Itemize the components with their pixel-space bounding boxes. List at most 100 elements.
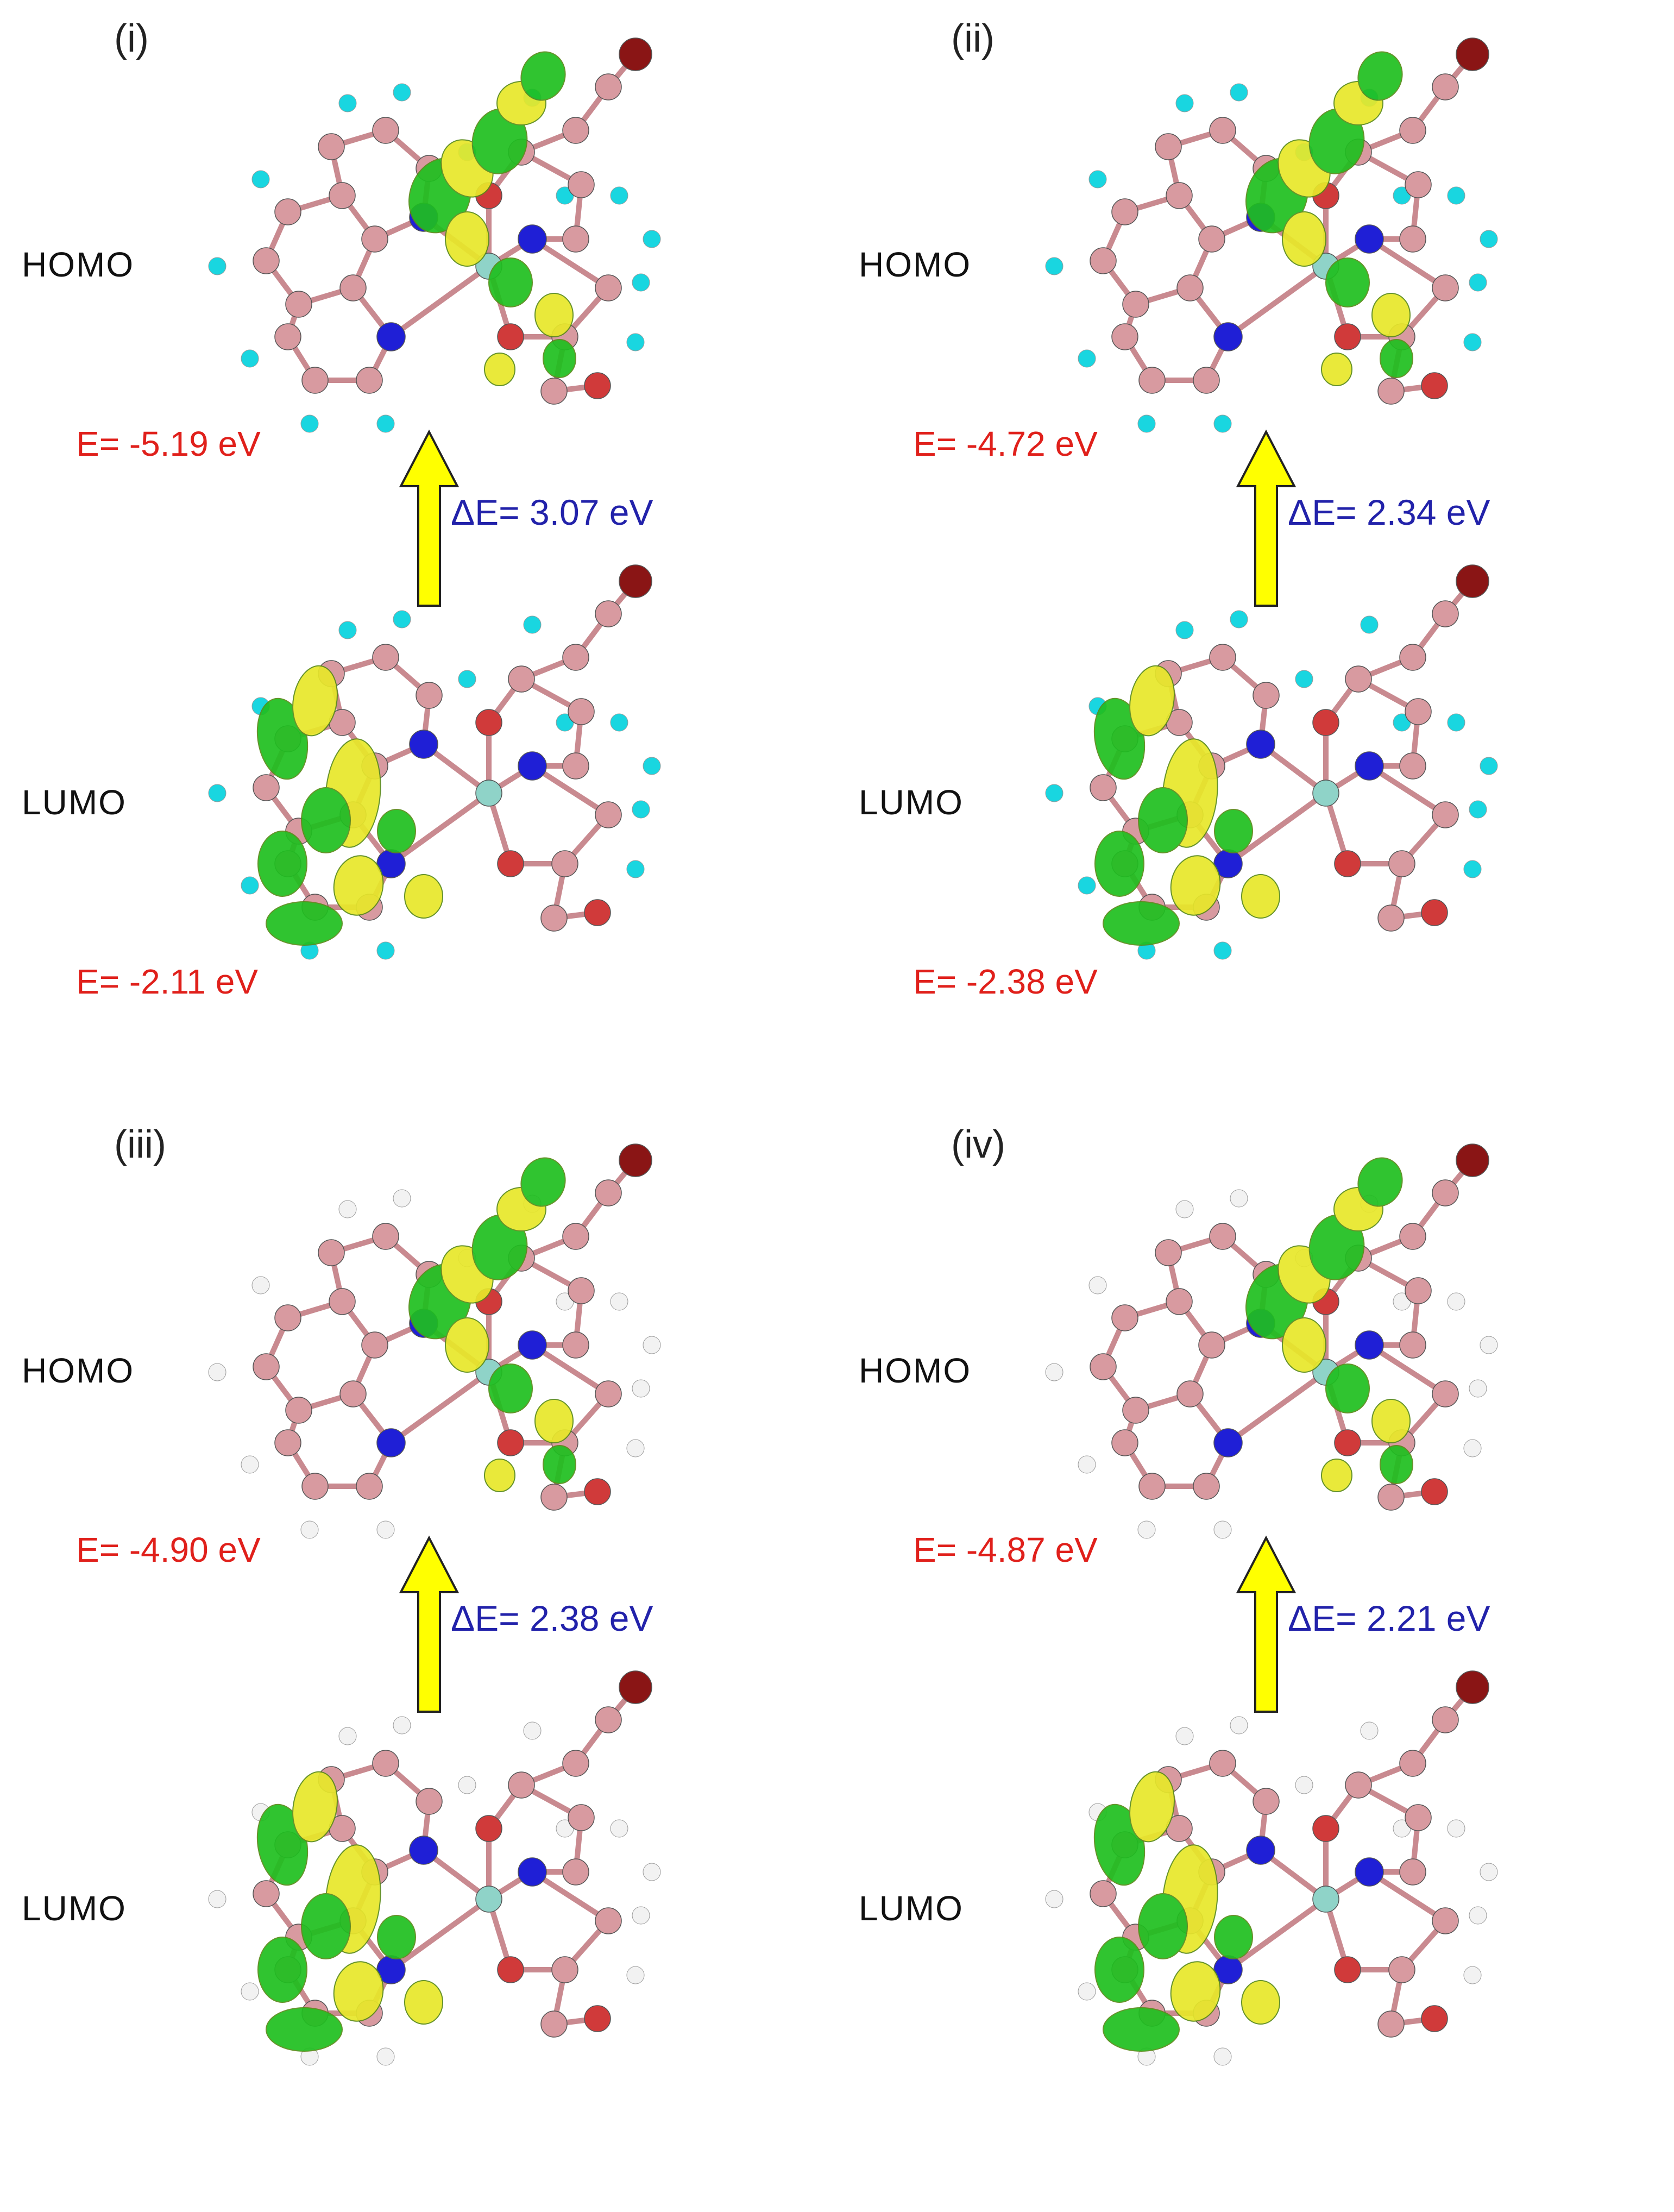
orbital-lobe: [484, 1459, 515, 1492]
transition-arrow: [399, 1535, 460, 1713]
hydrogen-atom: [376, 414, 395, 433]
panel-i: (i) HOMO LUMO E= -5.19 eV E= -2.11 eV ΔE…: [0, 0, 837, 1106]
hydrogen-atom: [610, 186, 628, 205]
carbon-atom: [1405, 1804, 1432, 1831]
carbon-atom: [568, 1277, 595, 1304]
hydrogen-atom: [610, 713, 628, 732]
carbon-atom: [1193, 1473, 1220, 1500]
nitrogen-atom: [1246, 730, 1275, 759]
energy-gap: ΔE= 2.38 eV: [451, 1598, 653, 1638]
carbon-atom: [1090, 1880, 1117, 1907]
hydrogen-atom: [1213, 2047, 1232, 2066]
homo-orbital-structure: [208, 37, 661, 433]
bromine-atom: [619, 1143, 652, 1177]
carbon-atom: [1432, 274, 1459, 301]
oxygen-atom: [497, 1956, 524, 1983]
carbon-atom: [595, 1706, 622, 1733]
carbon-atom: [1405, 171, 1432, 198]
oxygen-atom: [1421, 899, 1448, 926]
hydrogen-atom: [1360, 615, 1379, 634]
carbon-atom: [1399, 117, 1426, 144]
hydrogen-atom: [1137, 1520, 1156, 1539]
hydrogen-atom: [1230, 83, 1248, 102]
bond: [1368, 763, 1447, 818]
nitrogen-atom: [1213, 1428, 1243, 1457]
bond: [531, 236, 610, 291]
lumo-label: LUMO: [22, 1889, 127, 1928]
homo-orbital-structure: [1045, 37, 1498, 433]
transition-arrow: [1236, 1535, 1297, 1713]
nitrogen-atom: [518, 751, 547, 781]
carbon-atom: [508, 665, 535, 693]
orbital-lobe: [543, 339, 576, 378]
orbital-lobe: [301, 1893, 351, 1959]
oxygen-atom: [584, 899, 611, 926]
carbon-atom: [361, 1331, 388, 1359]
homo-label: HOMO: [22, 1351, 135, 1390]
hydrogen-atom: [208, 1890, 226, 1908]
hydrogen-atom: [208, 257, 226, 275]
homo-label: HOMO: [859, 1351, 972, 1390]
carbon-atom: [1377, 2010, 1405, 2038]
hydrogen-atom: [1480, 1336, 1498, 1354]
carbon-atom: [372, 644, 399, 671]
hydrogen-atom: [1175, 94, 1194, 112]
carbon-atom: [1155, 1239, 1182, 1266]
hydrogen-atom: [393, 83, 411, 102]
nitrogen-atom: [518, 1857, 547, 1887]
carbon-atom: [595, 73, 622, 100]
carbon-atom: [1209, 117, 1236, 144]
carbon-atom: [1377, 904, 1405, 932]
orbital-lobe: [1371, 1399, 1411, 1443]
hydrogen-atom: [1078, 1455, 1096, 1474]
orbital-lobe: [543, 1445, 576, 1484]
hydrogen-atom: [1447, 713, 1465, 732]
energy-gap: ΔE= 2.34 eV: [1288, 492, 1490, 532]
lumo-energy: E= -2.11 eV: [76, 962, 259, 1001]
oxygen-atom: [584, 372, 611, 399]
hydrogen-atom: [1469, 1379, 1487, 1398]
carbon-atom: [329, 1288, 356, 1315]
hydrogen-atom: [523, 615, 542, 634]
carbon-atom: [568, 171, 595, 198]
metal-atom: [475, 1886, 502, 1913]
orbital-lobe: [534, 1399, 574, 1443]
orbital-lobe: [520, 1157, 566, 1207]
orbital-lobe: [1371, 293, 1411, 337]
orbital-lobe: [1129, 665, 1175, 737]
nitrogen-atom: [409, 730, 438, 759]
hydrogen-atom: [1480, 230, 1498, 248]
molecule-skeleton: [208, 37, 661, 433]
hydrogen-atom: [251, 170, 270, 188]
orbital-lobe: [520, 51, 566, 101]
carbon-atom: [540, 2010, 568, 2038]
carbon-atom: [1111, 1304, 1138, 1331]
hydrogen-atom: [1469, 1906, 1487, 1925]
hydrogen-atom: [1463, 1439, 1482, 1457]
carbon-atom: [285, 1397, 312, 1424]
bromine-atom: [1456, 37, 1489, 71]
orbital-lobe: [1241, 1980, 1280, 2025]
hydrogen-atom: [208, 1363, 226, 1381]
oxygen-atom: [497, 850, 524, 877]
carbon-atom: [551, 850, 578, 877]
carbon-atom: [1209, 1223, 1236, 1250]
carbon-atom: [339, 274, 367, 301]
orbital-lobe: [292, 1771, 338, 1843]
carbon-atom: [1432, 1380, 1459, 1407]
hydrogen-atom: [1088, 170, 1107, 188]
carbon-atom: [1155, 133, 1182, 160]
carbon-atom: [1138, 367, 1166, 394]
carbon-atom: [595, 1179, 622, 1206]
carbon-atom: [1166, 182, 1193, 209]
hydrogen-atom: [393, 1716, 411, 1735]
bond: [1226, 790, 1327, 866]
carbon-atom: [253, 774, 280, 801]
panel-label: (i): [114, 17, 149, 60]
carbon-atom: [1432, 600, 1459, 627]
bond: [531, 1342, 610, 1397]
hydrogen-atom: [643, 230, 661, 248]
bond: [389, 790, 490, 866]
orbital-lobe: [404, 874, 443, 919]
carbon-atom: [274, 323, 301, 350]
